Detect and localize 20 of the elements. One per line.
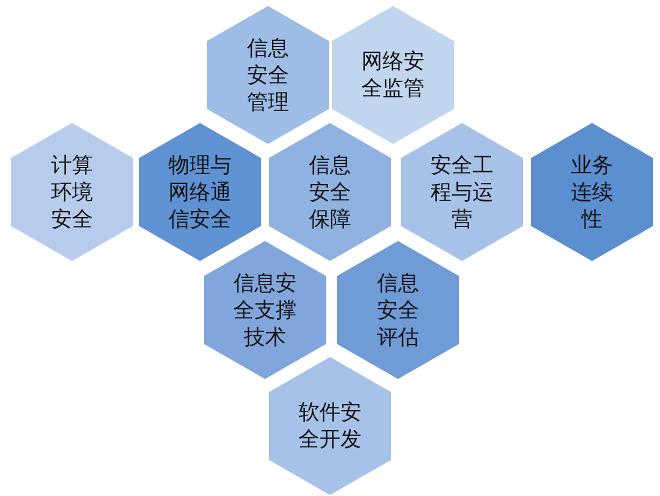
hexagon-label: 计算环境安全 [50,152,94,232]
hexagon [268,122,392,262]
hexagon-label: 网络安全监管 [360,48,426,102]
hexagon-label: 信息安全支撑技术 [232,270,298,350]
hexagon-label: 信息安全管理 [246,34,290,116]
hexagon [206,5,330,145]
hexagon-label: 业务连续性 [570,152,614,232]
hexagon [530,122,654,262]
hexagon-label: 安全工程与运营 [430,152,494,232]
hexagon [203,240,327,380]
hexagon [138,122,262,262]
hexagon-label: 软件安全开发 [298,399,362,453]
hexagon [336,240,460,380]
hexagon [268,356,392,496]
hexagon [400,122,524,262]
hexagon [10,122,134,262]
hexagon [331,5,455,145]
hexagon-label: 信息安全评估 [376,270,420,350]
hexagon-label: 信息安全保障 [308,152,352,232]
hexagon-label: 物理与网络通信安全 [168,152,232,232]
